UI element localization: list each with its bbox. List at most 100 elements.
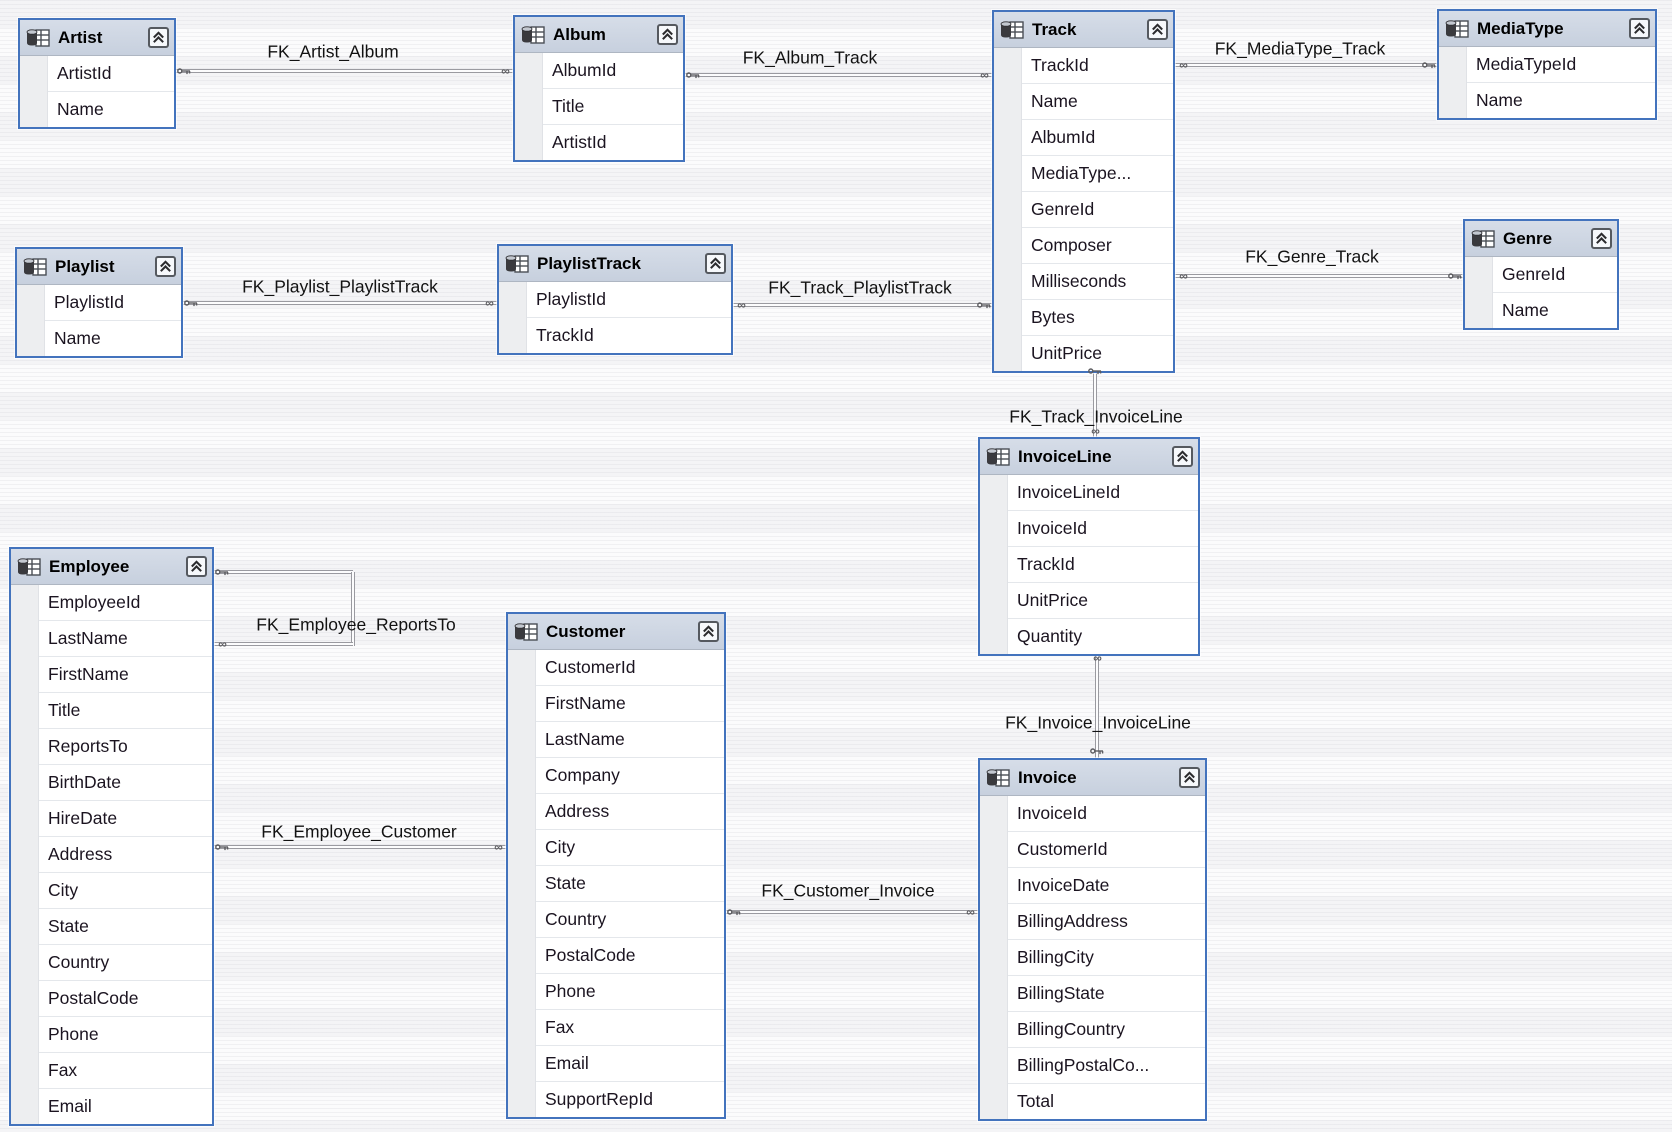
column-row[interactable]: Fax [39, 1053, 212, 1089]
collapse-button[interactable] [1179, 767, 1200, 788]
column-row[interactable]: HireDate [39, 801, 212, 837]
collapse-button[interactable] [1147, 19, 1168, 40]
column-row[interactable]: Phone [536, 974, 724, 1010]
column-row[interactable]: FirstName [39, 657, 212, 693]
column-row[interactable]: PostalCode [39, 981, 212, 1017]
column-row[interactable]: InvoiceLineId [1008, 475, 1198, 511]
column-row[interactable]: Company [536, 758, 724, 794]
collapse-button[interactable] [155, 256, 176, 277]
table-header[interactable]: Track [994, 12, 1173, 48]
column-row[interactable]: BirthDate [39, 765, 212, 801]
table-header[interactable]: PlaylistTrack [499, 246, 731, 282]
column-row[interactable]: AlbumId [543, 53, 683, 89]
column-row[interactable]: Email [536, 1046, 724, 1082]
column-row[interactable]: BillingAddress [1008, 904, 1205, 940]
relationship-label[interactable]: FK_Artist_Album [267, 41, 399, 62]
column-row[interactable]: InvoiceDate [1008, 868, 1205, 904]
column-row[interactable]: Quantity [1008, 619, 1198, 654]
table-header[interactable]: Customer [508, 614, 724, 650]
collapse-button[interactable] [1629, 18, 1650, 39]
collapse-button[interactable] [148, 27, 169, 48]
relationship-label[interactable]: FK_Playlist_PlaylistTrack [242, 276, 438, 297]
column-row[interactable]: AlbumId [1022, 120, 1173, 156]
relationship-label[interactable]: FK_Invoice_InvoiceLine [1005, 712, 1191, 733]
column-row[interactable]: LastName [39, 621, 212, 657]
column-row[interactable]: InvoiceId [1008, 796, 1205, 832]
relationship-line[interactable] [1175, 63, 1437, 67]
column-row[interactable]: State [39, 909, 212, 945]
column-row[interactable]: Name [1467, 83, 1655, 118]
relationship-label[interactable]: FK_Album_Track [742, 47, 878, 68]
table-header[interactable]: Invoice [980, 760, 1205, 796]
column-row[interactable]: TrackId [1008, 547, 1198, 583]
table-header[interactable]: Employee [11, 549, 212, 585]
collapse-button[interactable] [705, 253, 726, 274]
column-row[interactable]: Phone [39, 1017, 212, 1053]
column-row[interactable]: GenreId [1493, 257, 1617, 293]
table-header[interactable]: Playlist [17, 249, 181, 285]
column-row[interactable]: BillingCity [1008, 940, 1205, 976]
relationship-line[interactable] [214, 642, 353, 646]
column-row[interactable]: Composer [1022, 228, 1173, 264]
column-row[interactable]: Address [536, 794, 724, 830]
relationship-label[interactable]: FK_Employee_Customer [261, 821, 457, 842]
table-customer[interactable]: Customer CustomerId FirstName LastName C… [506, 612, 726, 1119]
column-row[interactable]: BillingPostalCo... [1008, 1048, 1205, 1084]
relationship-label[interactable]: FK_Customer_Invoice [761, 880, 935, 901]
relationship-line[interactable] [351, 572, 355, 646]
column-row[interactable]: MediaTypeId [1467, 47, 1655, 83]
column-row[interactable]: TrackId [527, 318, 731, 353]
relationship-line[interactable] [726, 910, 978, 914]
column-row[interactable]: Email [39, 1089, 212, 1124]
column-row[interactable]: UnitPrice [1008, 583, 1198, 619]
collapse-button[interactable] [698, 621, 719, 642]
relationship-line[interactable] [733, 303, 992, 307]
column-row[interactable]: CustomerId [536, 650, 724, 686]
column-row[interactable]: PostalCode [536, 938, 724, 974]
column-row[interactable]: CustomerId [1008, 832, 1205, 868]
relationship-line[interactable] [214, 570, 353, 574]
relationship-label[interactable]: FK_Genre_Track [1245, 246, 1379, 267]
column-row[interactable]: Fax [536, 1010, 724, 1046]
table-track[interactable]: Track TrackId Name AlbumId MediaType... … [992, 10, 1175, 373]
column-row[interactable]: Milliseconds [1022, 264, 1173, 300]
table-employee[interactable]: Employee EmployeeId LastName FirstName T… [9, 547, 214, 1126]
column-row[interactable]: InvoiceId [1008, 511, 1198, 547]
column-row[interactable]: UnitPrice [1022, 336, 1173, 371]
column-row[interactable]: City [39, 873, 212, 909]
table-genre[interactable]: Genre GenreId Name [1463, 219, 1619, 330]
table-header[interactable]: Artist [20, 20, 174, 56]
column-row[interactable]: Address [39, 837, 212, 873]
column-row[interactable]: Name [1022, 84, 1173, 120]
table-playlisttrack[interactable]: PlaylistTrack PlaylistId TrackId [497, 244, 733, 355]
column-row[interactable]: Title [543, 89, 683, 125]
table-header[interactable]: Album [515, 17, 683, 53]
relationship-label[interactable]: FK_MediaType_Track [1214, 38, 1386, 59]
column-row[interactable]: FirstName [536, 686, 724, 722]
relationship-line[interactable] [214, 845, 506, 849]
column-row[interactable]: Country [39, 945, 212, 981]
column-row[interactable]: SupportRepId [536, 1082, 724, 1117]
relationship-line[interactable] [1095, 652, 1099, 758]
table-invoice[interactable]: Invoice InvoiceId CustomerId InvoiceDate… [978, 758, 1207, 1121]
column-row[interactable]: EmployeeId [39, 585, 212, 621]
column-row[interactable]: Total [1008, 1084, 1205, 1119]
column-row[interactable]: ArtistId [48, 56, 174, 92]
table-header[interactable]: InvoiceLine [980, 439, 1198, 475]
column-row[interactable]: GenreId [1022, 192, 1173, 228]
table-invoiceline[interactable]: InvoiceLine InvoiceLineId InvoiceId Trac… [978, 437, 1200, 656]
column-row[interactable]: PlaylistId [45, 285, 181, 321]
relationship-line[interactable] [1175, 274, 1463, 278]
table-album[interactable]: Album AlbumId Title ArtistId [513, 15, 685, 162]
column-row[interactable]: ReportsTo [39, 729, 212, 765]
column-row[interactable]: Country [536, 902, 724, 938]
column-row[interactable]: TrackId [1022, 48, 1173, 84]
table-playlist[interactable]: Playlist PlaylistId Name [15, 247, 183, 358]
table-header[interactable]: Genre [1465, 221, 1617, 257]
column-row[interactable]: BillingState [1008, 976, 1205, 1012]
column-row[interactable]: City [536, 830, 724, 866]
column-row[interactable]: ArtistId [543, 125, 683, 160]
column-row[interactable]: State [536, 866, 724, 902]
relationship-label[interactable]: FK_Employee_ReportsTo [256, 614, 456, 635]
table-header[interactable]: MediaType [1439, 11, 1655, 47]
